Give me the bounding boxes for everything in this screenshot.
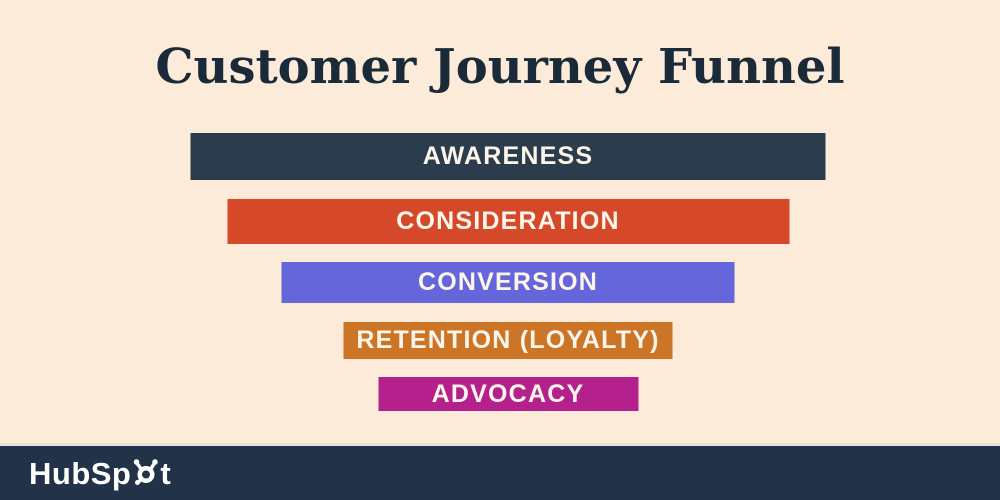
hubspot-logo: HubSp t <box>29 458 171 489</box>
page-title: Customer Journey Funnel <box>155 39 845 95</box>
funnel-stage-label: AWARENESS <box>422 142 594 170</box>
funnel-stage-label: CONVERSION <box>417 268 599 296</box>
funnel-stage-consideration: CONSIDERATION <box>227 198 789 244</box>
logo-text-prefix: HubSp <box>29 455 132 491</box>
funnel-stage-label: ADVOCACY <box>431 379 585 408</box>
logo-text-suffix: t <box>160 455 172 491</box>
hubspot-sprocket-icon <box>134 458 159 485</box>
funnel-stage-retention-loyalty: RETENTION (LOYALTY) <box>343 321 673 359</box>
footer-bar: HubSp t <box>0 443 1000 500</box>
funnel-stage-awareness: AWARENESS <box>190 133 826 180</box>
funnel-stage-conversion: CONVERSION <box>281 262 735 303</box>
funnel-diagram: AWARENESS CONSIDERATION CONVERSION RETENTIO… <box>190 133 826 411</box>
funnel-stage-label: RETENTION (LOYALTY) <box>356 325 660 354</box>
funnel-stage-label: CONSIDERATION <box>396 206 620 235</box>
funnel-stage-advocacy: ADVOCACY <box>378 377 638 411</box>
